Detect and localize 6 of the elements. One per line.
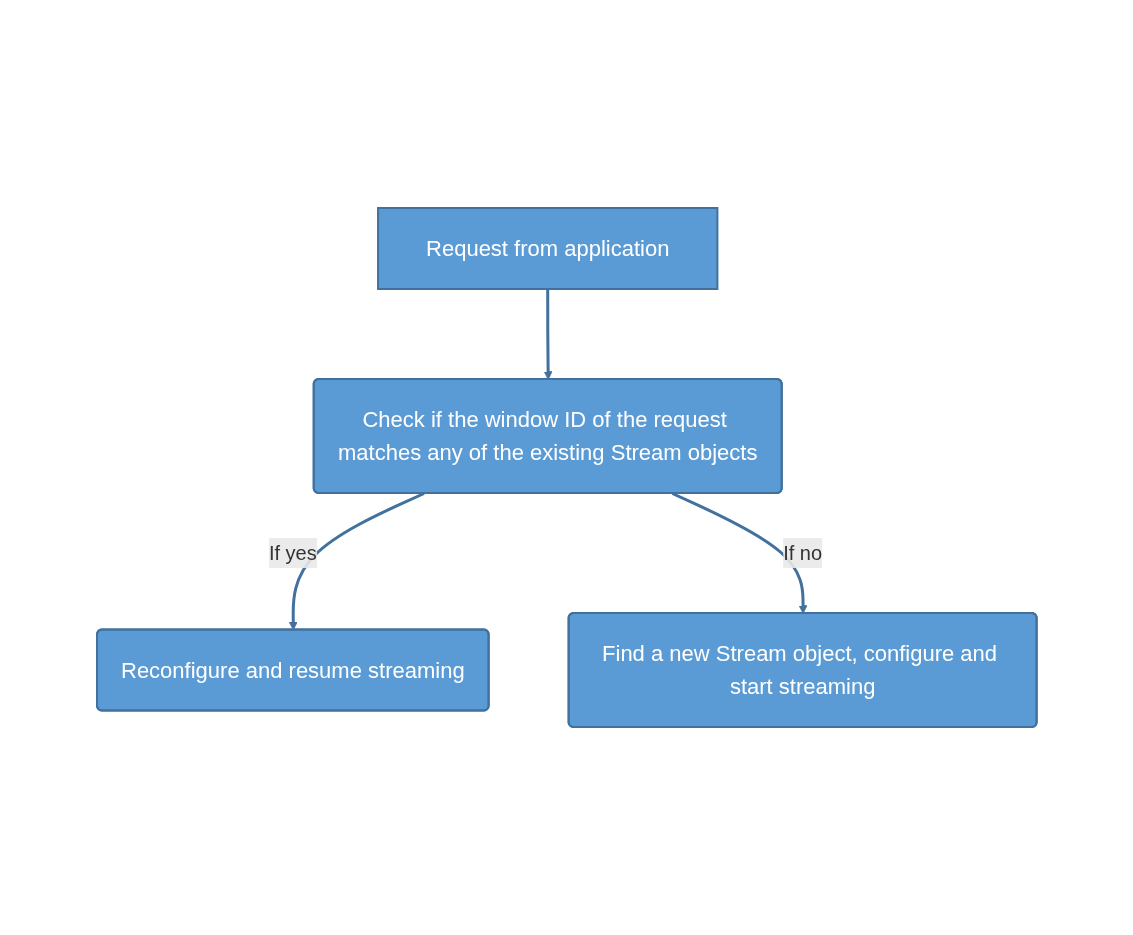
arrow [543, 289, 553, 380]
node-box: Request from application [376, 207, 719, 290]
arrow [671, 492, 808, 614]
edge-label: If yes [268, 542, 317, 564]
edge-label: If no [782, 542, 822, 564]
arrow [288, 492, 425, 631]
